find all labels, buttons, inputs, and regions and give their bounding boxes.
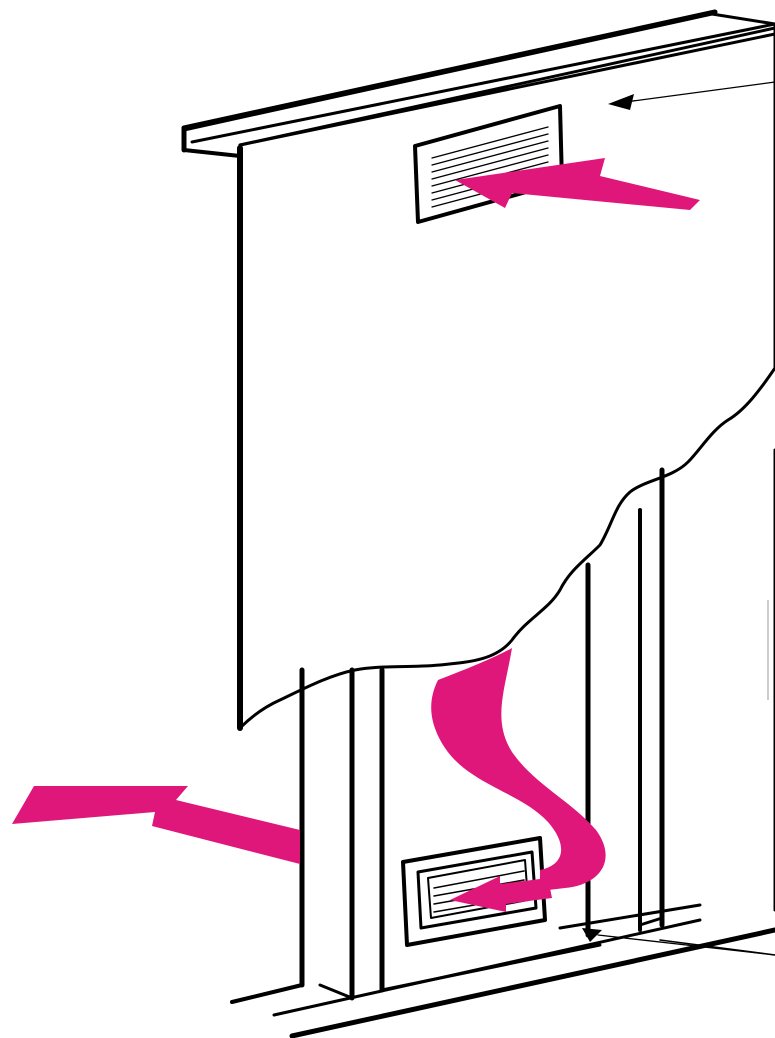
supply-air-grille — [415, 106, 562, 222]
exit-airflow-arrow — [12, 786, 300, 864]
leader-lines — [582, 82, 775, 955]
stud-left — [302, 670, 382, 998]
leader-arrowhead-upper — [608, 94, 634, 110]
sill-plates — [232, 905, 775, 1036]
wall-board — [184, 12, 775, 728]
leader-line-upper — [618, 82, 775, 103]
